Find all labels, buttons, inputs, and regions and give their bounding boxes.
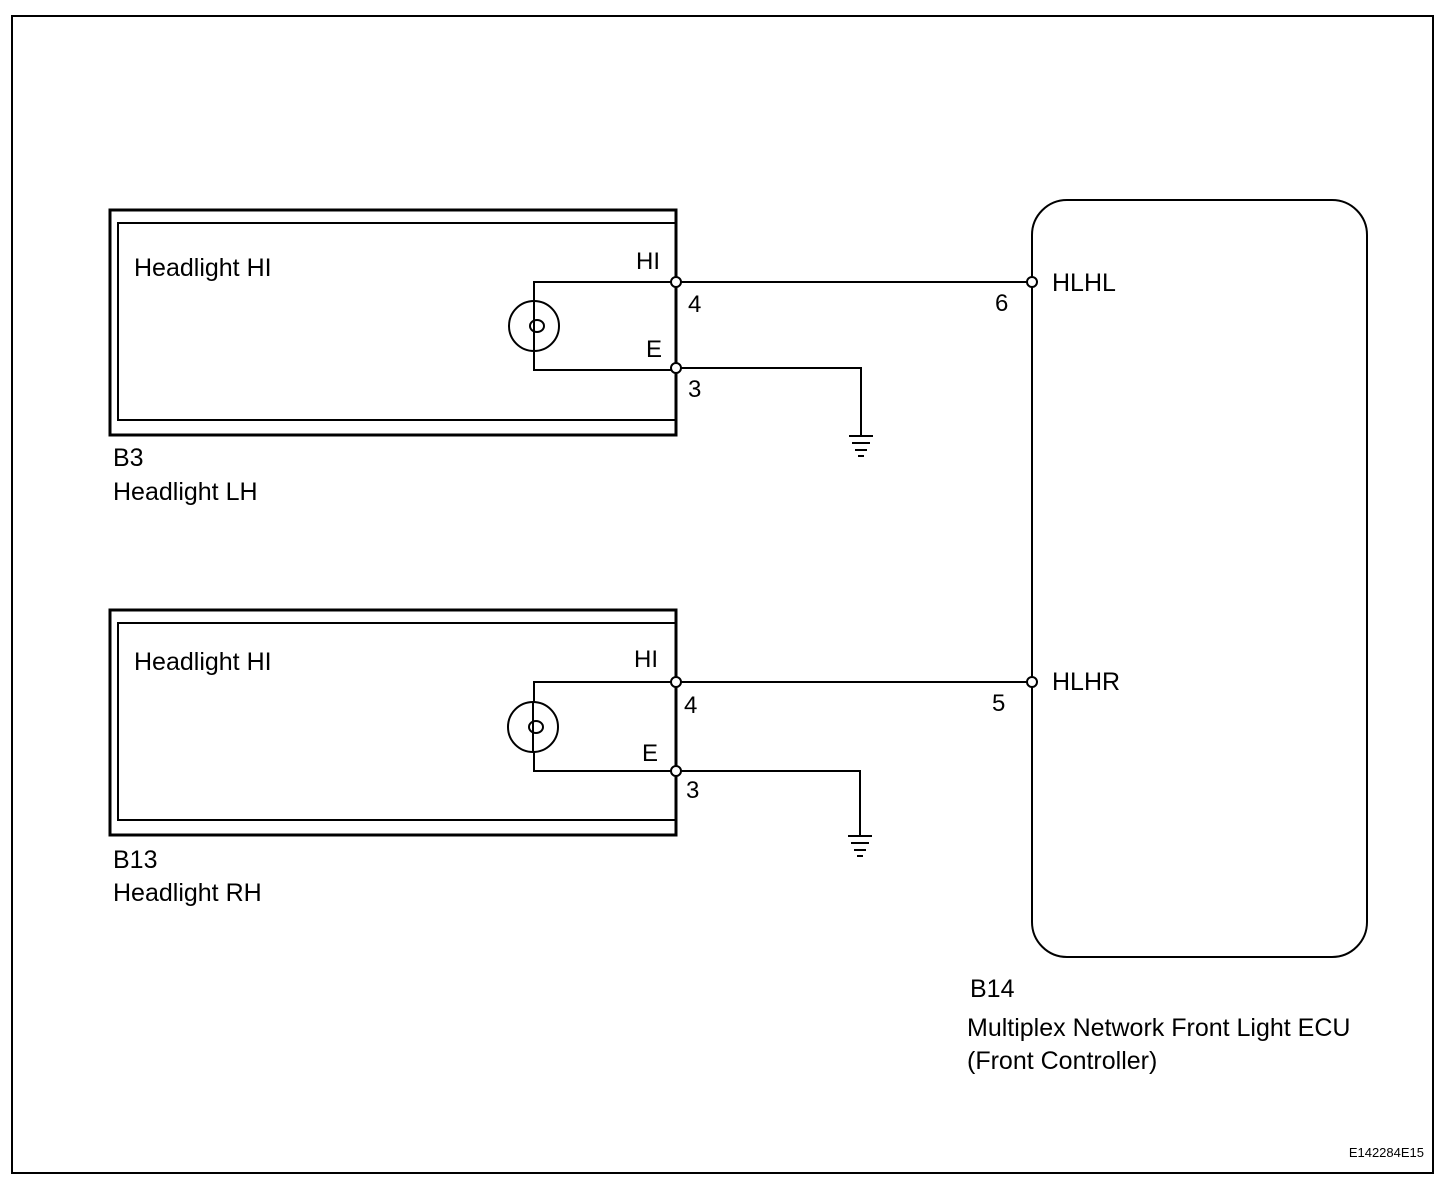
headlight-lh-inner-box — [117, 222, 676, 421]
headlight-lh-e-terminal-label: E — [646, 336, 662, 363]
headlight-rh-bulb-icon — [507, 701, 559, 753]
headlight-lh-connector-code: B3 — [113, 444, 144, 472]
headlight-rh-e-terminal — [670, 765, 682, 777]
headlight-rh-name: Headlight RH — [113, 879, 262, 907]
wire-lh-ground — [676, 367, 862, 435]
headlight-rh-hi-pin-number: 4 — [684, 692, 697, 719]
diagram-frame — [11, 15, 1434, 1174]
figure-id: E142284E15 — [1349, 1145, 1424, 1160]
ground-rh-icon — [848, 835, 872, 857]
headlight-rh-inner-label: Headlight HI — [134, 648, 272, 676]
ecu-hlhl-terminal — [1026, 276, 1038, 288]
ecu-name-line1: Multiplex Network Front Light ECU — [967, 1014, 1350, 1042]
headlight-lh-hi-pin-number: 4 — [688, 291, 701, 318]
headlight-rh-hi-terminal — [670, 676, 682, 688]
headlight-lh-inner-label: Headlight HI — [134, 254, 272, 282]
headlight-rh-hi-terminal-label: HI — [634, 646, 658, 673]
headlight-lh-e-pin-number: 3 — [688, 376, 701, 403]
wire-rh-ground — [676, 770, 861, 835]
ecu-hlhr-pin-number: 5 — [992, 690, 1005, 717]
headlight-rh-e-pin-number: 3 — [686, 777, 699, 804]
headlight-lh-bulb-icon — [508, 300, 560, 352]
ground-lh-icon — [849, 435, 873, 457]
headlight-lh: Headlight HI HI E 4 3 B3 Headlight LH — [108, 208, 701, 506]
headlight-lh-hi-terminal — [670, 276, 682, 288]
headlight-lh-hi-terminal-label: HI — [636, 248, 660, 275]
headlight-lh-name: Headlight LH — [113, 478, 258, 506]
ecu-hlhr-terminal-label: HLHR — [1052, 668, 1120, 696]
front-light-ecu: HLHL 6 HLHR 5 B14 Multiplex Network Fron… — [967, 199, 1368, 1075]
ecu-box — [1031, 199, 1368, 958]
headlight-rh-connector-code: B13 — [113, 846, 157, 874]
headlight-rh: Headlight HI HI E 4 3 B13 Headlight RH — [108, 608, 699, 907]
ecu-hlhl-terminal-label: HLHL — [1052, 269, 1116, 297]
ecu-connector-code: B14 — [970, 975, 1015, 1003]
ecu-hlhr-terminal — [1026, 676, 1038, 688]
headlight-lh-e-terminal — [670, 362, 682, 374]
headlight-rh-e-terminal-label: E — [642, 740, 658, 767]
headlight-lh-outer-box — [108, 208, 678, 437]
ecu-hlhl-pin-number: 6 — [995, 290, 1008, 317]
ecu-name-line2: (Front Controller) — [967, 1047, 1157, 1075]
headlight-rh-inner-box — [117, 622, 676, 821]
headlight-rh-outer-box — [108, 608, 678, 837]
